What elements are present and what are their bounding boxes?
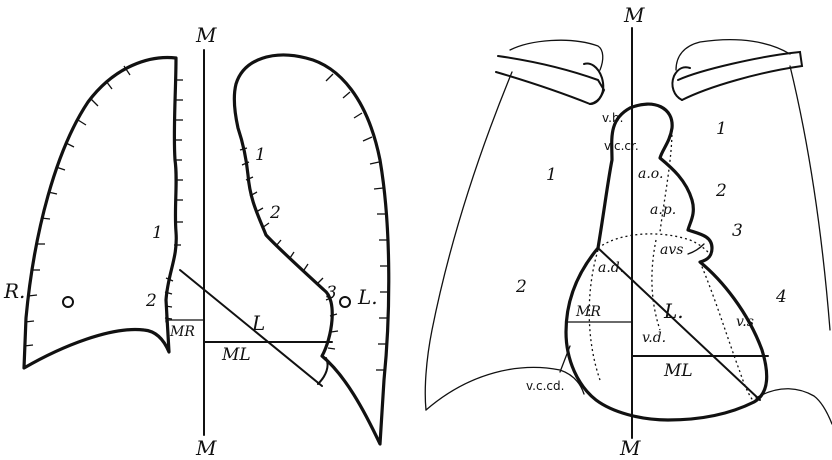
right-arc-1-label: 1 [152, 223, 163, 243]
right-heart-border [165, 265, 173, 323]
left-lung-margin-ticks [325, 73, 389, 371]
right-figure: M M v.b. v.c.cr. a.o. a.p. avs a.d. v.d.… [424, 3, 832, 460]
ap-label: a.p. [650, 202, 676, 218]
left-arc-1-label: 1 [255, 145, 266, 165]
left-figure: M M R. L. 1 2 1 2 3 L MR ML [3, 23, 391, 460]
left-clavicle-head [671, 66, 691, 101]
left-long-axis-label: L [251, 311, 265, 335]
av-septum-dotted [651, 239, 661, 331]
right-lung-outline [22, 55, 178, 370]
vccd-label: v.c.cd. [526, 379, 564, 393]
right-long-axis-label: L. [663, 299, 684, 323]
left-ml-label: ML [221, 345, 251, 365]
left-side-label: L. [357, 285, 378, 309]
avs-arrow [687, 243, 705, 255]
right-side-label: R. [3, 279, 25, 303]
vccd-pointer-line [559, 345, 571, 373]
left-heart-apex-curve [317, 357, 329, 385]
right-atrium-dotted [588, 249, 601, 381]
right-lung-margin-ticks [23, 65, 183, 347]
avs-label: avs [660, 242, 683, 258]
left-region-1-label: 1 [716, 119, 727, 139]
ao-label: a.o. [638, 166, 663, 182]
left-chest-wall [789, 65, 831, 331]
vccr-label: v.c.cr. [604, 139, 639, 153]
left-arc-3-label: 3 [326, 283, 337, 303]
right-chest-wall [424, 71, 513, 411]
vd-label: v.d. [642, 330, 666, 346]
left-midline-top-label: M [195, 23, 217, 47]
vs-label: v.s [736, 314, 754, 330]
left-long-axis [179, 269, 323, 387]
left-region-4-label: 4 [775, 287, 787, 307]
vb-label: v.b. [602, 111, 623, 125]
right-midline-top-label: M [623, 3, 645, 27]
left-diaphragm [755, 388, 832, 425]
left-heart-border-ticks [239, 147, 339, 350]
right-nipple-circle [62, 296, 74, 308]
left-region-3-label: 3 [732, 221, 743, 241]
left-mr-label: MR [169, 324, 195, 340]
left-clavicle [677, 50, 804, 101]
right-arc-2-label: 2 [145, 291, 157, 311]
aorta-dotted [659, 129, 673, 233]
ventricle-dotted [699, 261, 755, 403]
left-lung-outline [232, 53, 391, 446]
left-midline-bottom-label: M [195, 436, 217, 460]
right-mr-label: MR [575, 304, 601, 320]
left-region-2-label: 2 [715, 181, 727, 201]
right-lung-apex [509, 39, 604, 71]
right-long-axis [597, 247, 761, 401]
left-lung-apex [675, 39, 791, 71]
atrium-dotted [597, 233, 713, 257]
right-region-2-label: 2 [515, 277, 527, 297]
right-midline-bottom-label: M [619, 436, 641, 460]
left-nipple-circle [339, 296, 351, 308]
ad-label: a.d. [598, 260, 624, 276]
heart-silhouette [564, 102, 769, 422]
right-ml-label: ML [663, 361, 693, 381]
left-arc-2-label: 2 [269, 203, 281, 223]
right-diaphragm [425, 366, 585, 411]
right-heart-border-ticks [164, 277, 174, 320]
right-region-1-label: 1 [546, 165, 557, 185]
right-clavicle-head [583, 62, 605, 105]
